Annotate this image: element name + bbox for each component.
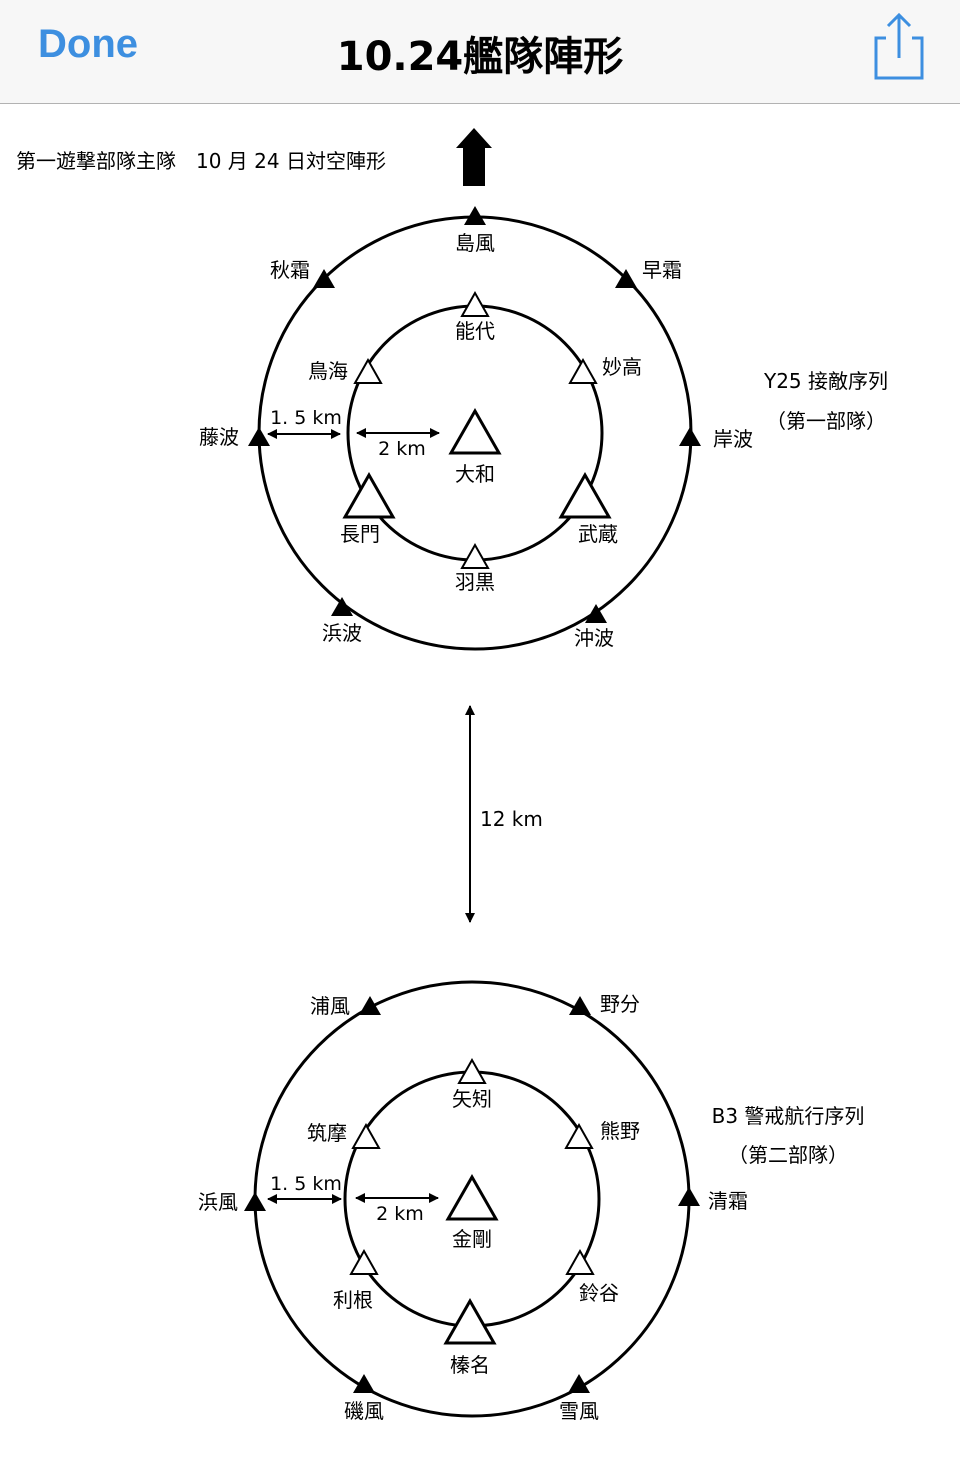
- ship-label: 早霜: [642, 258, 682, 282]
- cruiser-marker: [351, 1122, 381, 1149]
- destroyer-marker: [464, 206, 486, 225]
- ship-label: 金剛: [452, 1227, 492, 1251]
- group2-formation: 浦風 野分 浜風 清霜 磯風 雪風 矢矧 筑摩 熊野 金剛 利根 鈴谷 榛名 1…: [198, 980, 865, 1423]
- battleship-marker: [448, 407, 502, 455]
- ship-label: 清霜: [708, 1189, 748, 1213]
- destroyer-marker: [353, 1374, 375, 1393]
- destroyer-marker: [585, 604, 607, 623]
- group1-formation: 島風 秋霜 早霜 藤波 岸波 浜波 沖波 能代 鳥海 妙高 大和 長門 武蔵 羽…: [199, 206, 888, 651]
- ship-label: 岸波: [713, 427, 753, 451]
- destroyer-marker: [679, 427, 701, 446]
- ship-label: 磯風: [344, 1399, 384, 1423]
- ship-label: 浦風: [310, 994, 350, 1018]
- ship-label: 野分: [600, 992, 640, 1016]
- destroyer-marker: [359, 996, 381, 1015]
- destroyer-marker: [313, 269, 335, 288]
- battleship-marker: [558, 471, 612, 519]
- ship-label: 秋霜: [270, 258, 310, 282]
- cruiser-marker: [349, 1248, 379, 1275]
- heading-arrow-icon: [456, 128, 492, 186]
- ship-label: 榛名: [450, 1353, 490, 1377]
- formation-diagram: 第一遊撃部隊主隊 10 月 24 日対空陣形 島風 秋霜 早霜 藤波: [0, 104, 960, 1454]
- cruiser-marker: [457, 1057, 487, 1084]
- destroyer-marker: [568, 1374, 590, 1393]
- cruiser-marker: [564, 1122, 594, 1149]
- ship-label: 浜波: [322, 621, 362, 645]
- ship-label: 大和: [455, 462, 495, 486]
- destroyer-marker: [331, 597, 353, 616]
- ship-label: 能代: [455, 319, 495, 343]
- distance-label: 2 km: [378, 438, 426, 460]
- ship-label: 鈴谷: [579, 1281, 619, 1305]
- destroyer-marker: [615, 269, 637, 288]
- ship-label: 羽黒: [455, 570, 495, 594]
- battleship-marker: [342, 471, 396, 519]
- formation-name: B3 警戒航行序列: [712, 1104, 865, 1128]
- ship-label: 島風: [455, 231, 495, 255]
- diagram-heading: 第一遊撃部隊主隊 10 月 24 日対空陣形: [16, 149, 386, 173]
- cruiser-marker: [568, 357, 598, 384]
- ship-label: 武蔵: [578, 522, 618, 546]
- battleship-marker: [445, 1173, 499, 1221]
- ship-label: 浜風: [198, 1190, 238, 1214]
- distance-label: 1. 5 km: [270, 1173, 342, 1195]
- ship-label: 藤波: [199, 425, 239, 449]
- cruiser-marker: [565, 1248, 595, 1275]
- ship-label: 鳥海: [308, 359, 348, 383]
- formation-subtitle: （第一部隊）: [766, 409, 886, 433]
- formation-name: Y25 接敵序列: [763, 369, 888, 393]
- ship-label: 沖波: [574, 626, 614, 650]
- destroyer-marker: [244, 1192, 266, 1211]
- formation-subtitle: （第二部隊）: [728, 1143, 848, 1167]
- share-icon[interactable]: [866, 10, 932, 86]
- page-title: 10.24艦隊陣形: [336, 34, 624, 80]
- ship-label: 妙高: [602, 355, 642, 379]
- ship-label: 筑摩: [307, 1121, 347, 1145]
- destroyer-marker: [678, 1187, 700, 1206]
- navigation-bar: Done 10.24艦隊陣形: [0, 0, 960, 104]
- cruiser-marker: [353, 357, 383, 384]
- cruiser-marker: [460, 542, 490, 569]
- distance-label: 2 km: [376, 1203, 424, 1225]
- distance-label: 1. 5 km: [270, 407, 342, 429]
- separation-label: 12 km: [480, 807, 543, 831]
- ship-label: 矢矧: [452, 1087, 492, 1111]
- ship-label: 利根: [333, 1288, 373, 1312]
- ship-label: 長門: [340, 522, 380, 546]
- ship-label: 熊野: [600, 1119, 640, 1143]
- cruiser-marker: [460, 290, 490, 317]
- battleship-marker: [443, 1297, 497, 1345]
- destroyer-marker: [248, 427, 270, 446]
- ship-label: 雪風: [559, 1399, 599, 1423]
- done-button[interactable]: Done: [38, 22, 138, 66]
- destroyer-marker: [569, 996, 591, 1015]
